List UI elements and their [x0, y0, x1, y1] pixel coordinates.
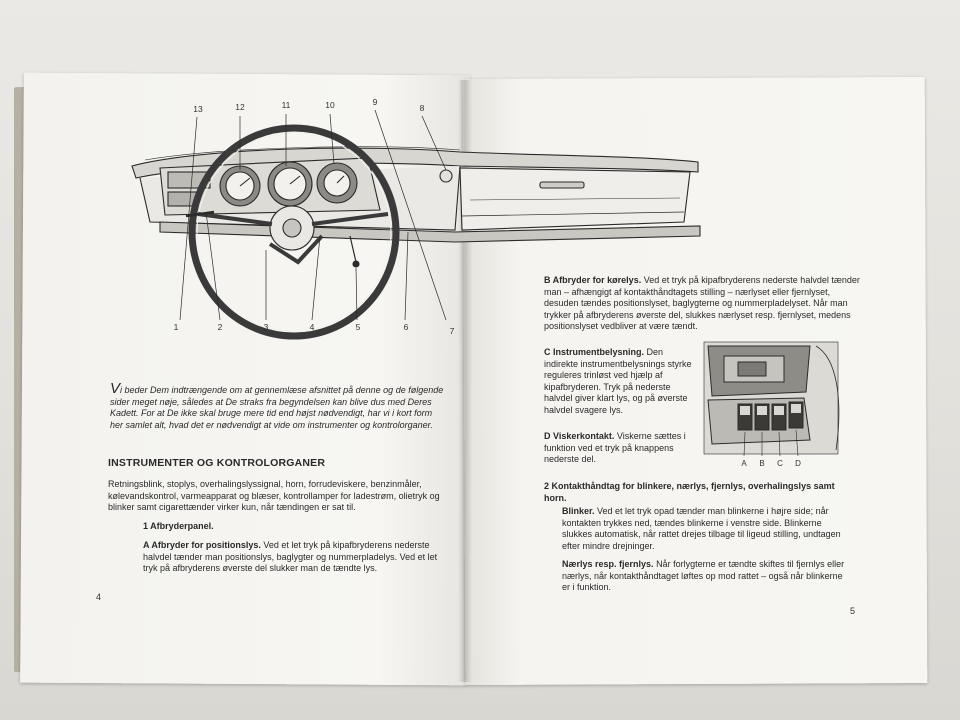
item-a-label: A Afbryder for positionslys.	[143, 540, 261, 550]
item-b-paragraph: B Afbryder for kørelys. Ved et tryk på k…	[544, 275, 862, 333]
item-a-paragraph: A Afbryder for positionslys. Ved et let …	[143, 540, 441, 575]
blinker-label: Blinker.	[562, 506, 595, 516]
item-1-heading: 1 Afbryderpanel.	[143, 521, 214, 531]
callout-6: 6	[404, 322, 409, 332]
blinker-paragraph: Blinker. Ved et let tryk opad tænder man…	[562, 506, 852, 552]
intro-text: i beder Dem indtrængende om at gennemlæs…	[110, 385, 444, 430]
callout-4: 4	[310, 322, 315, 332]
item-d-paragraph: D Viskerkontakt. Viskerne sættes i funkt…	[544, 431, 696, 466]
callout-1: 1	[174, 322, 179, 332]
callout-5: 5	[356, 322, 361, 332]
switch-label-b: B	[759, 459, 764, 468]
callout-13: 13	[193, 104, 203, 114]
naerlys-label: Nærlys resp. fjernlys.	[562, 559, 654, 569]
item-d-text: Viskerne sættes i funktion ved et tryk p…	[544, 431, 686, 464]
callout-3: 3	[264, 322, 269, 332]
switch-label-c: C	[777, 459, 783, 468]
page-number-right: 5	[850, 606, 856, 616]
switch-label-d: D	[795, 459, 801, 468]
blinker-text: Ved et let tryk opad tænder man blinkern…	[562, 506, 841, 551]
callout-7: 7	[450, 326, 455, 336]
callout-9: 9	[373, 97, 378, 107]
item-c-label: C Instrumentbelysning.	[544, 347, 645, 357]
item-2-label: 2 Kontakthåndtag for blinkere, nærlys, f…	[544, 481, 835, 503]
page-number-left: 4	[96, 592, 102, 602]
callout-12: 12	[235, 102, 245, 112]
item-b-text: Ved et tryk på kipafbryderens nederste h…	[544, 275, 860, 331]
item-b-label: B Afbryder for kørelys.	[544, 275, 642, 285]
section-heading: INSTRUMENTER OG KONTROLORGANER	[108, 457, 326, 469]
instruments-paragraph: Retningsblink, stoplys, overhalingslyssi…	[108, 479, 440, 512]
callout-2: 2	[218, 322, 223, 332]
callout-11: 11	[282, 100, 291, 110]
naerlys-text: Når forlygterne er tændte skiftes til fj…	[562, 559, 845, 592]
callout-10: 10	[325, 100, 335, 110]
item-d-label: D Viskerkontakt.	[544, 431, 615, 441]
item-c-paragraph: C Instrumentbelysning. Den indirekte ins…	[544, 347, 694, 416]
item-a-text: Ved et let tryk på kipafbryderens neders…	[143, 540, 438, 573]
naerlys-paragraph: Nærlys resp. fjernlys. Når forlygterne e…	[562, 559, 852, 594]
item-c-text: Den indirekte instrumentbelysnings styrk…	[544, 347, 692, 415]
callout-8: 8	[420, 103, 425, 113]
switch-label-a: A	[741, 459, 747, 468]
intro-dropcap: V	[110, 380, 121, 397]
intro-paragraph: Vi beder Dem indtrængende om at gennemlæ…	[110, 380, 444, 431]
item-2-heading: 2 Kontakthåndtag for blinkere, nærlys, f…	[544, 481, 850, 504]
